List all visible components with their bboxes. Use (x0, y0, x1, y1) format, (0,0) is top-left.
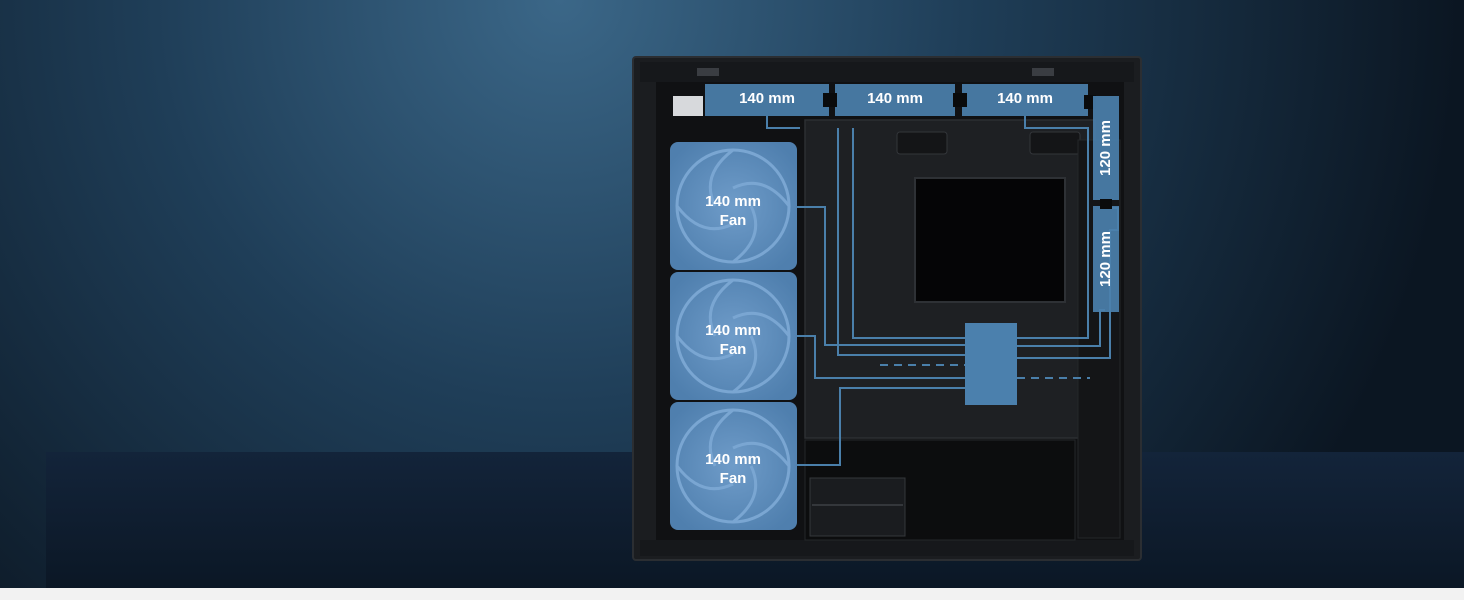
top-slot-divider-2 (953, 93, 967, 107)
side-slot-divider (1100, 199, 1112, 209)
front-fan-1 (670, 142, 797, 270)
top-slot-3 (962, 84, 1088, 116)
front-fan-3 (670, 402, 797, 530)
front-fan-label-2: 140 mm Fan (683, 321, 783, 359)
front-fan-3-type: Fan (719, 470, 747, 487)
side-slot-label-1: 120 mm (1097, 120, 1114, 176)
top-clip-right (1032, 68, 1054, 76)
side-slot-label-2: 120 mm (1097, 231, 1114, 287)
top-clip-left (697, 68, 719, 76)
top-slot-1 (705, 84, 829, 116)
bottom-strip (0, 588, 1464, 600)
top-slot-divider-1 (823, 93, 837, 107)
case-bottom-rail (640, 540, 1134, 556)
front-fan-label-1: 140 mm Fan (683, 192, 783, 230)
top-slot-label-2: 140 mm (867, 90, 923, 107)
grommet-right (1029, 131, 1081, 155)
front-fan-1-size: 140 mm (705, 193, 761, 210)
case-top-rail (640, 62, 1134, 82)
side-slot-2 (1093, 206, 1119, 312)
pump-reservoir-block (965, 323, 1017, 405)
front-fan-label-3: 140 mm Fan (683, 450, 783, 488)
grommet-left (896, 131, 948, 155)
drive-cage (809, 477, 906, 537)
front-fan-3-size: 140 mm (705, 451, 761, 468)
top-slot-label-1: 140 mm (739, 90, 795, 107)
top-slot-2 (835, 84, 955, 116)
cpu-cutout (914, 177, 1066, 303)
front-fans (670, 142, 797, 530)
psu-badge (673, 96, 703, 116)
front-fan-2 (670, 272, 797, 400)
front-fan-1-type: Fan (719, 212, 747, 229)
front-fan-2-size: 140 mm (705, 322, 761, 339)
top-slot-label-3: 140 mm (997, 90, 1053, 107)
side-slot-1 (1093, 96, 1119, 200)
front-fan-2-type: Fan (719, 341, 747, 358)
side-radiator-slots (1093, 96, 1119, 312)
